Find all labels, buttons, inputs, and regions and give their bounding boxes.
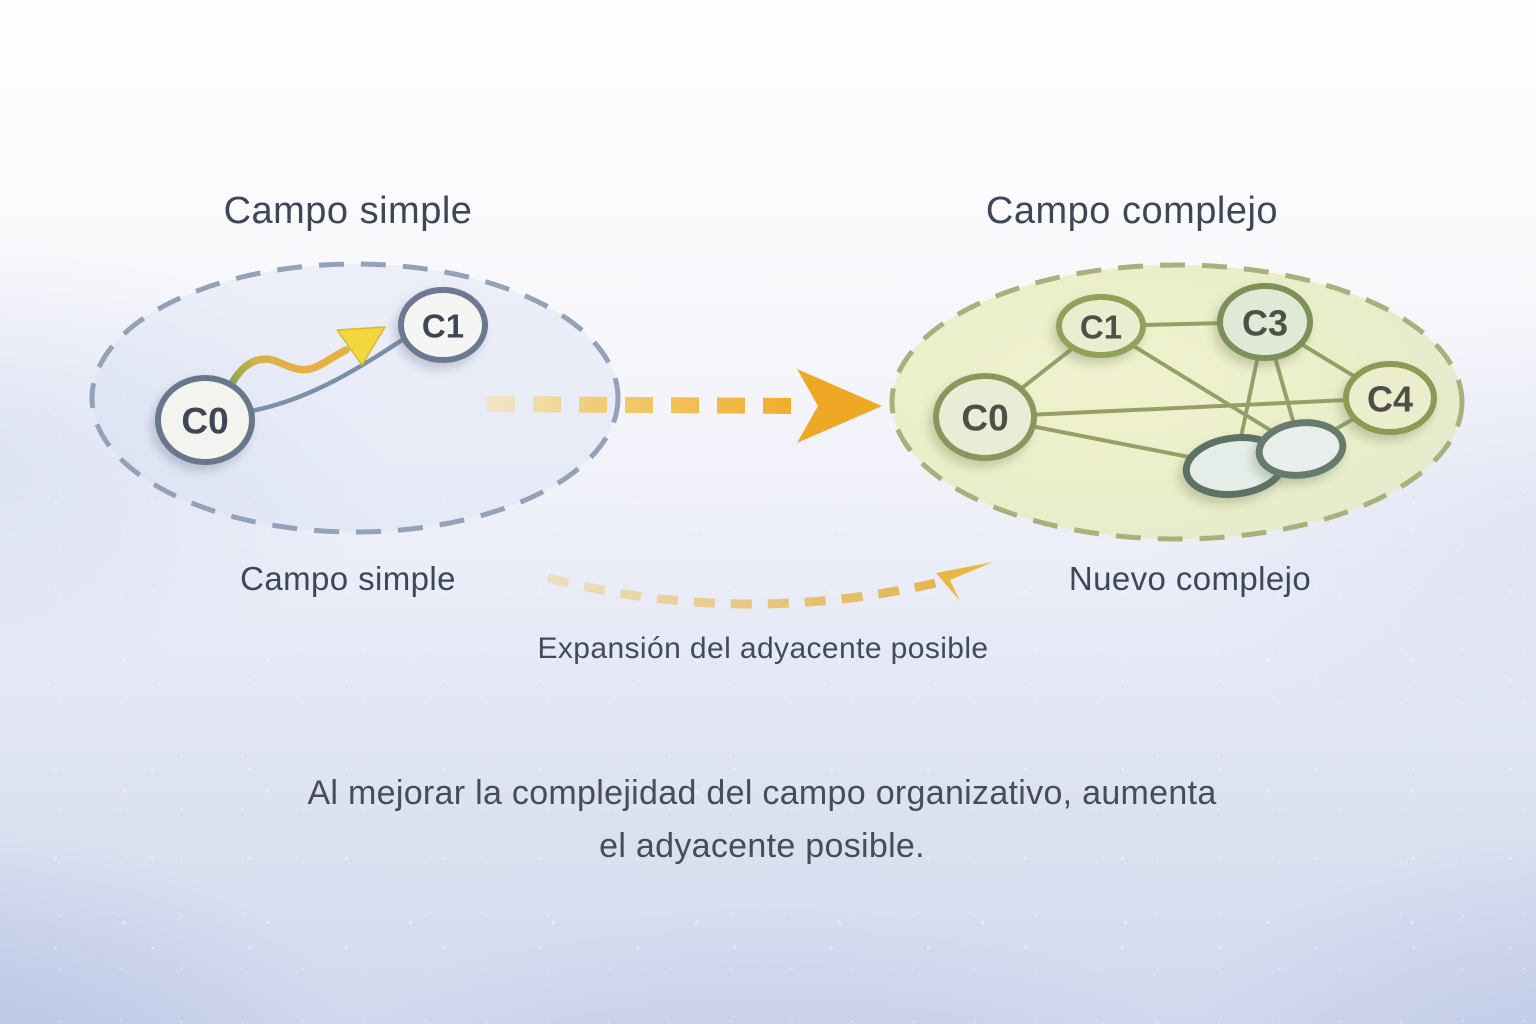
transition-arrowhead-icon	[797, 369, 882, 443]
complex-node-c0: C0	[933, 373, 1037, 461]
caption-line-1: Al mejorar la complejidad del campo orga…	[307, 774, 1217, 812]
complex-field-title: Campo complejo	[985, 190, 1279, 232]
complex-node-c1: C1	[1056, 294, 1146, 358]
simple-node-c0: C0	[155, 375, 255, 465]
simple-field-bottom-label: Campo simple	[240, 560, 456, 597]
complex-node-c1-label: C1	[1080, 309, 1122, 346]
growth-arrow-curve	[225, 346, 350, 393]
expansion-arrow-label: Expansión del adyacente posible	[537, 632, 989, 665]
growth-arrowhead-icon	[336, 326, 386, 366]
complex-node-new-2	[1255, 419, 1347, 479]
simple-field-title: Campo simple	[223, 190, 473, 232]
complex-node-c3-label: C3	[1242, 303, 1288, 344]
simple-node-c1-label: C1	[422, 308, 464, 345]
transition-arrow-dashes	[486, 396, 801, 414]
complex-node-c0-label: C0	[961, 398, 1008, 439]
caption-line-2: el adyacente posible.	[599, 827, 925, 865]
simple-node-c0-label: C0	[181, 401, 228, 442]
expansion-arrow-dashes	[546, 573, 942, 609]
expansion-arrowhead-icon	[936, 562, 993, 601]
simple-edge-c0-c1	[237, 329, 417, 416]
complex-node-c4: C4	[1343, 361, 1437, 435]
simple-node-c1: C1	[398, 287, 488, 363]
complex-node-c4-label: C4	[1367, 379, 1413, 420]
complex-node-c3: C3	[1217, 283, 1313, 361]
new-complex-label: Nuevo complejo	[1068, 560, 1312, 597]
